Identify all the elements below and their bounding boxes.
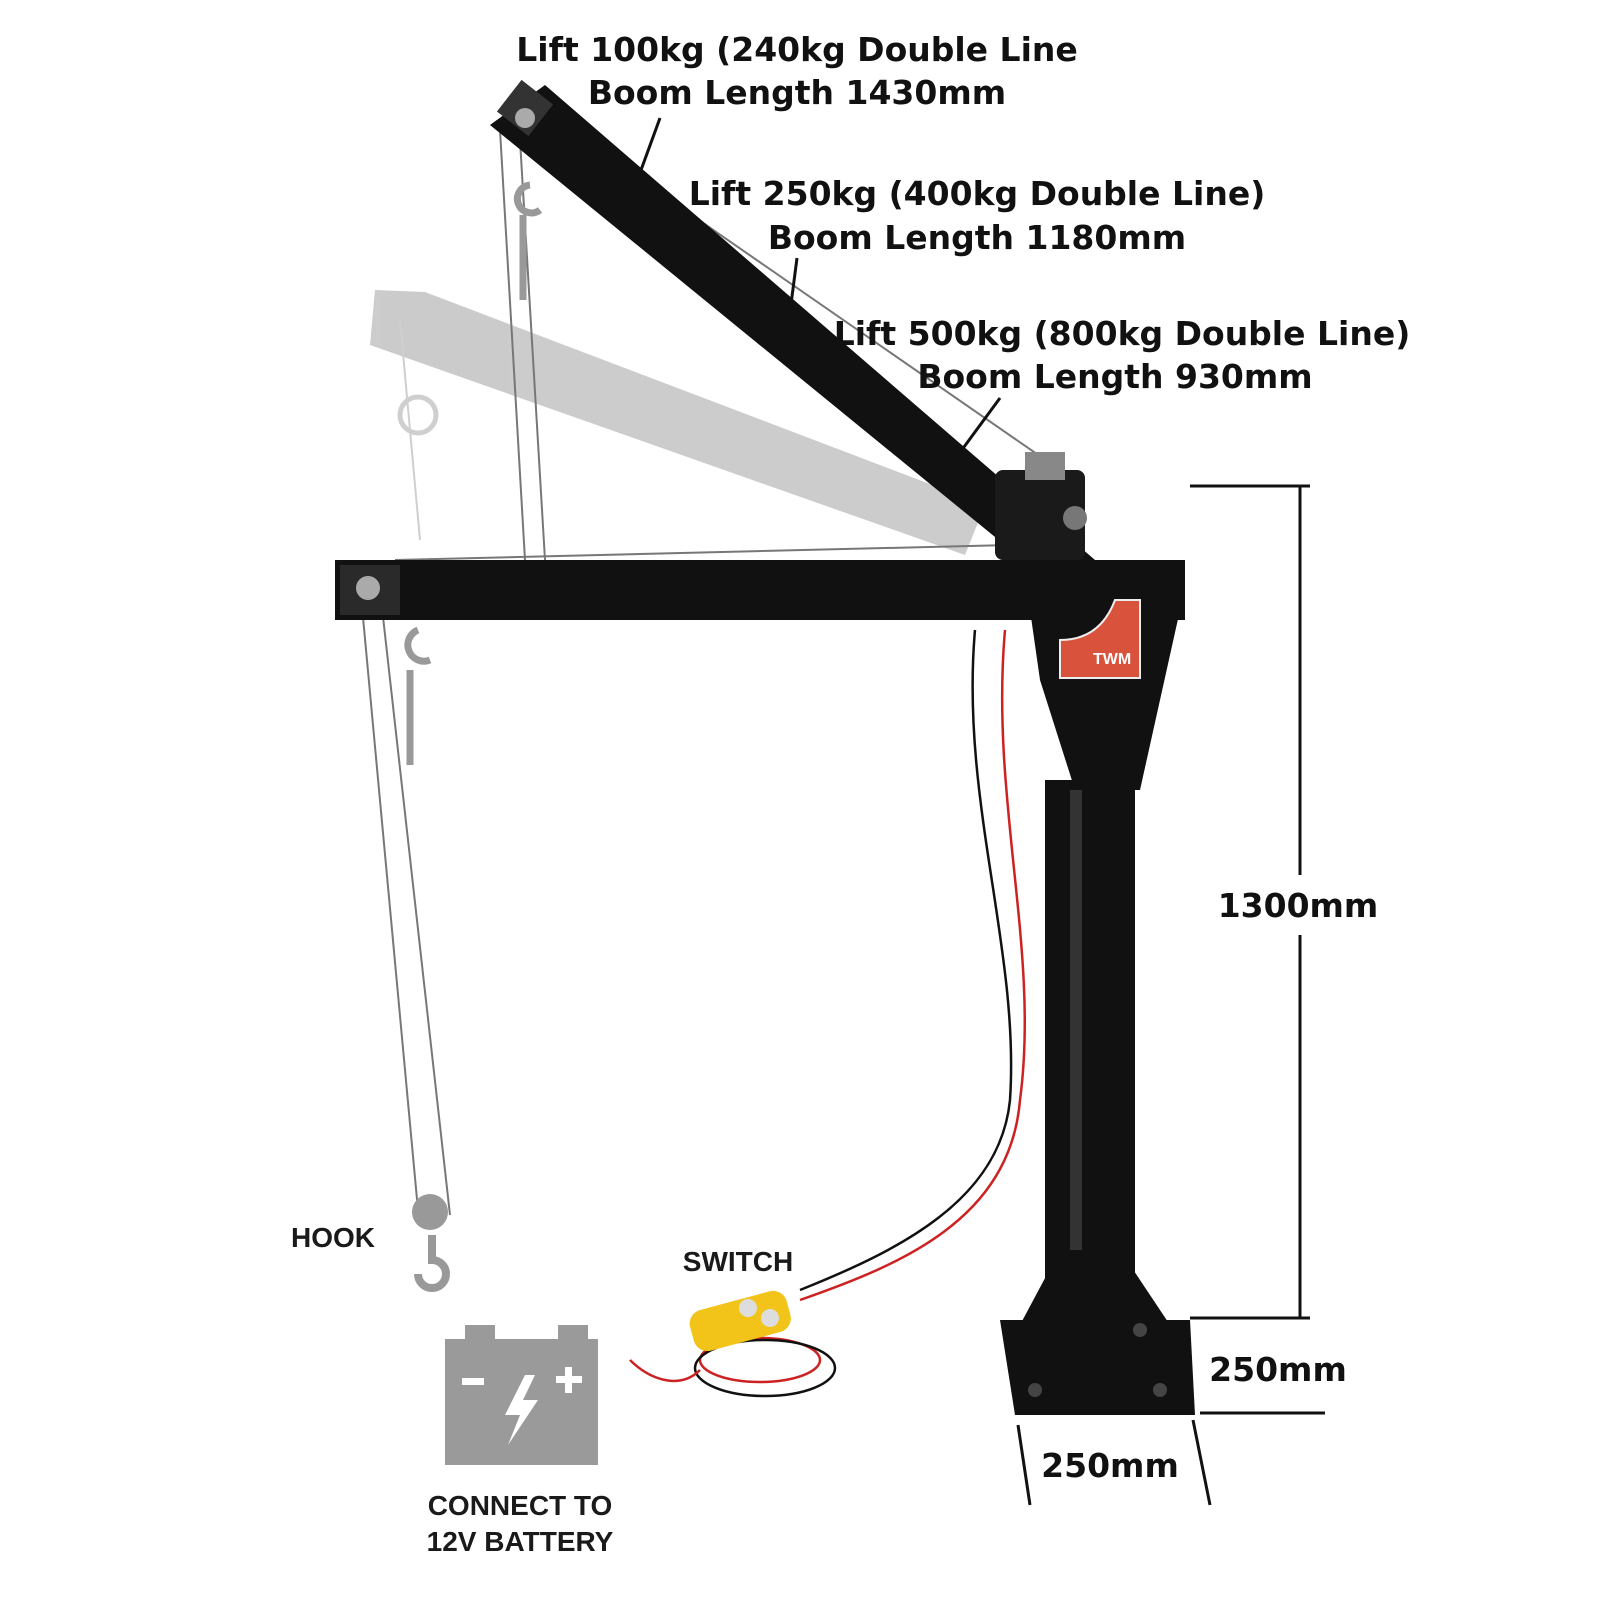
base-plate (1000, 1320, 1195, 1415)
hook-label: HOOK (291, 1222, 375, 1253)
boom-930-lift-label: Lift 500kg (800kg Double Line) (833, 314, 1411, 353)
dimension-lines (1016, 484, 1325, 1506)
boom-1430-lift-label: Lift 100kg (240kg Double Line (516, 30, 1078, 69)
hook-pulley-icon (412, 1194, 450, 1292)
leader-lines (631, 117, 1002, 467)
battery-label-line1: CONNECT TO (427, 1490, 613, 1521)
ghost-boom (370, 290, 985, 555)
switch-label: SWITCH (682, 1246, 794, 1277)
winch (995, 452, 1087, 560)
angled-boom (490, 85, 1095, 590)
boom-1430-length-label: Boom Length 1430mm (587, 73, 1007, 112)
middle-hook-icon (404, 626, 432, 765)
wires (629, 629, 1027, 1398)
twm-logo: TWM (1059, 599, 1141, 679)
boom-1180-lift-label: Lift 250kg (400kg Double Line) (688, 174, 1266, 213)
boom-930-length-label: Boom Length 930mm (917, 357, 1313, 396)
boom-1180-length-label: Boom Length 1180mm (767, 218, 1187, 257)
svg-text:TWM: TWM (1093, 651, 1131, 668)
battery-icon (445, 1325, 598, 1465)
upper-hook-icon (513, 181, 543, 300)
height-dimension: 1300mm (1217, 886, 1379, 925)
battery-label-line2: 12V BATTERY (426, 1526, 614, 1558)
base-gusset (1020, 1250, 1170, 1325)
switch-pendant (689, 1290, 791, 1352)
battery-label: CONNECT TO 12V BATTERY (427, 1488, 614, 1561)
cables (359, 109, 1061, 1216)
base-width-dimension: 250mm (1041, 1446, 1179, 1485)
mast-column (1045, 780, 1135, 1325)
base-depth-dimension: 250mm (1209, 1350, 1347, 1389)
